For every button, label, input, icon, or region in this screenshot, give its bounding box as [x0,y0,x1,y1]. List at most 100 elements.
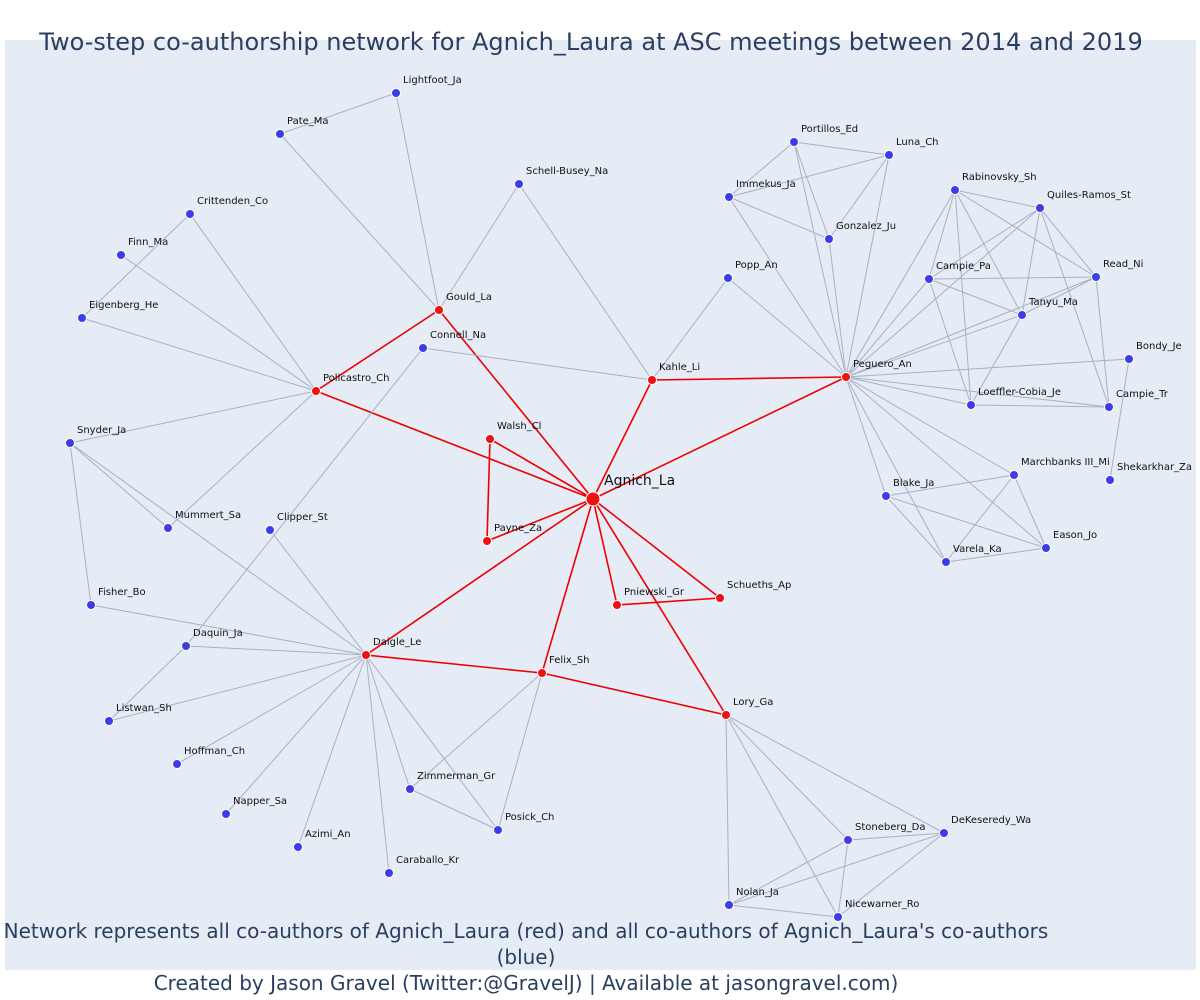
node-posick-ch[interactable] [493,825,503,835]
node-nolan-ja[interactable] [724,900,734,910]
edge-peguero-an-immekus-ja [728,196,847,378]
node-label-blake-ja: Blake_Ja [893,478,934,489]
node-gonzalez-ju[interactable] [824,234,834,244]
node-label-zimmerman-gr: Zimmerman_Gr [417,771,496,782]
node-agnich-la[interactable] [585,491,601,507]
edge-varela-ka-eason-jo [945,547,1047,563]
chart-footer: Network represents all co-authors of Agn… [0,918,1052,996]
node-label-crittenden-co: Crittenden_Co [197,196,268,207]
edge-peguero-an-portillos-ed [793,141,847,378]
node-dekeseredy-wa[interactable] [939,828,949,838]
node-portillos-ed[interactable] [789,137,799,147]
node-lory-ga[interactable] [721,710,731,720]
node-blake-ja[interactable] [881,491,891,501]
edge-lory-ga-nicewarner-ro [725,714,839,918]
edge-felix-sh-lory-ga [541,672,727,716]
node-snyder-ja[interactable] [65,438,75,448]
node-label-gonzalez-ju: Gonzalez_Ju [836,221,896,232]
edge-kahle-li-popp-an [651,277,729,381]
node-label-hoffman-ch: Hoffman_Ch [184,746,245,757]
edge-marchbanks-iii-mi-eason-jo [1013,474,1047,549]
edge-crittenden-co-eigenberg-he [81,213,191,319]
node-pniewski-gr[interactable] [612,600,622,610]
edge-tanyu-ma-loeffler-cobia-je [970,314,1023,406]
node-schueths-ap[interactable] [715,593,725,603]
edges-layer [69,92,1130,918]
edge-peguero-an-varela-ka [845,376,947,563]
edge-rabinovsky-sh-campie-pa [928,189,956,280]
node-azimi-an[interactable] [293,842,303,852]
edge-agnich-la-policastro-ch [315,390,594,500]
edge-daigle-le-fisher-bo [90,604,367,656]
node-zimmerman-gr[interactable] [405,784,415,794]
node-popp-an[interactable] [723,273,733,283]
edge-agnich-la-pniewski-gr [592,498,618,606]
node-napper-sa[interactable] [221,809,231,819]
node-marchbanks-iii-mi[interactable] [1009,470,1019,480]
node-walsh-cl[interactable] [485,434,495,444]
edge-rabinovsky-sh-tanyu-ma [954,189,1023,316]
node-shekarkhar-za[interactable] [1105,475,1115,485]
node-hoffman-ch[interactable] [172,759,182,769]
node-label-stoneberg-da: Stoneberg_Da [855,822,926,833]
node-schell-busey-na[interactable] [514,179,524,189]
node-immekus-ja[interactable] [724,192,734,202]
edge-agnich-la-kahle-li [592,379,653,500]
edge-daigle-le-felix-sh [365,654,543,674]
node-gould-la[interactable] [434,305,444,315]
node-policastro-ch[interactable] [311,386,321,396]
node-fisher-bo[interactable] [86,600,96,610]
edge-agnich-la-lory-ga [592,498,727,716]
node-label-posick-ch: Posick_Ch [505,812,554,823]
node-eason-jo[interactable] [1041,543,1051,553]
node-label-kahle-li: Kahle_Li [659,362,700,373]
node-daigle-le[interactable] [361,650,371,660]
node-luna-ch[interactable] [884,150,894,160]
node-nicewarner-ro[interactable] [833,912,843,922]
node-label-lory-ga: Lory_Ga [733,697,773,708]
node-campie-pa[interactable] [924,274,934,284]
node-peguero-an[interactable] [841,372,851,382]
node-crittenden-co[interactable] [185,209,195,219]
edge-agnich-la-daigle-le [365,498,594,656]
node-mummert-sa[interactable] [163,523,173,533]
node-daquin-ja[interactable] [181,641,191,651]
node-label-fisher-bo: Fisher_Bo [98,587,146,598]
node-rabinovsky-sh[interactable] [950,185,960,195]
edge-peguero-an-rabinovsky-sh [845,189,956,378]
node-read-ni[interactable] [1091,272,1101,282]
node-lightfoot-ja[interactable] [391,88,401,98]
node-label-snyder-ja: Snyder_Ja [77,425,126,436]
edge-peguero-an-gonzalez-ju [828,238,847,378]
node-finn-ma[interactable] [116,250,126,260]
edge-peguero-an-bondy-je [845,358,1130,378]
node-felix-sh[interactable] [537,668,547,678]
edge-daigle-le-napper-sa [225,654,367,815]
edge-loeffler-cobia-je-campie-tr [970,404,1110,408]
node-campie-tr[interactable] [1104,402,1114,412]
node-kahle-li[interactable] [647,375,657,385]
node-label-immekus-ja: Immekus_Ja [736,179,796,190]
node-listwan-sh[interactable] [104,716,114,726]
node-quiles-ramos-st[interactable] [1035,203,1045,213]
node-varela-ka[interactable] [941,557,951,567]
edge-daigle-le-posick-ch [365,654,499,831]
edge-mummert-sa-snyder-ja [69,442,169,529]
node-clipper-st[interactable] [265,525,275,535]
node-connell-na[interactable] [418,343,428,353]
node-payne-za[interactable] [482,536,492,546]
node-bondy-je[interactable] [1124,354,1134,364]
node-tanyu-ma[interactable] [1017,310,1027,320]
node-loeffler-cobia-je[interactable] [966,400,976,410]
node-label-gould-la: Gould_La [446,292,492,303]
node-pate-ma[interactable] [275,129,285,139]
edge-peguero-an-blake-ja [845,376,887,497]
node-eigenberg-he[interactable] [77,313,87,323]
nodes-layer [65,88,1134,922]
node-caraballo-kr[interactable] [384,868,394,878]
edge-luna-ch-gonzalez-ju [828,154,890,240]
footer-line-2: Created by Jason Gravel (Twitter:@Gravel… [153,971,899,995]
node-label-peguero-an: Peguero_An [853,359,912,370]
node-stoneberg-da[interactable] [843,835,853,845]
edge-agnich-la-felix-sh [541,498,594,674]
